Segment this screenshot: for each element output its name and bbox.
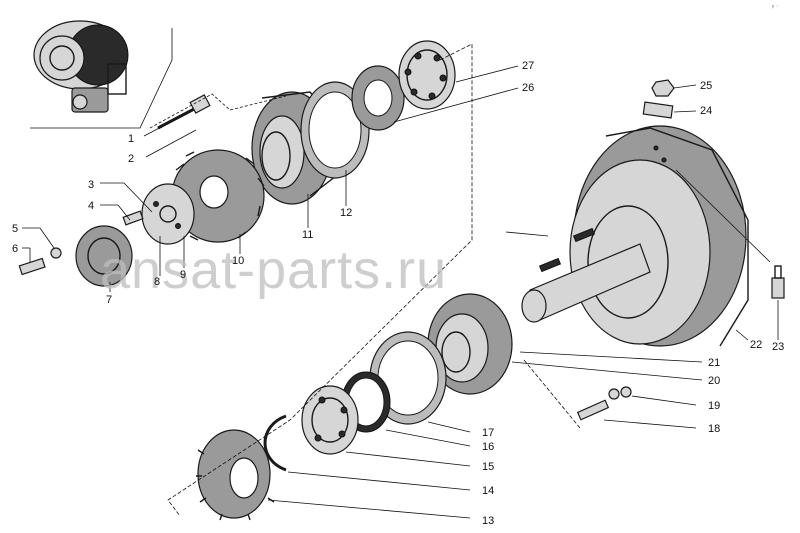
part-shaft-21 [521, 227, 651, 323]
callout-13: 13 [482, 515, 494, 527]
part-carrier-9 [141, 183, 195, 245]
part-bolt-6 [18, 257, 46, 276]
part-bolt-1 [157, 94, 211, 130]
callout-3: 3 [88, 179, 94, 191]
callout-19: 19 [708, 400, 720, 412]
part-nut-25 [651, 79, 675, 97]
callout-7: 7 [106, 294, 112, 306]
part-nut-19 [608, 386, 632, 400]
callout-24: 24 [700, 105, 712, 117]
part-housing-20 [427, 293, 513, 395]
part-bolt-4 [122, 210, 144, 226]
part-ring-26 [351, 65, 405, 131]
callout-4: 4 [88, 200, 94, 212]
callout-21: 21 [708, 357, 720, 369]
callout-18: 18 [708, 423, 720, 435]
part-plate-24 [642, 101, 674, 119]
callout-11: 11 [302, 229, 313, 241]
leader-lines [22, 65, 779, 519]
corner-mark: ᵖ ⁻ [772, 5, 779, 11]
part-snap-ring-14 [263, 414, 287, 472]
callout-16: 16 [482, 441, 494, 453]
part-gear-10 [171, 149, 265, 243]
callout-15: 15 [482, 461, 494, 473]
callout-14: 14 [482, 485, 494, 497]
part-washer-5 [50, 247, 62, 259]
inset-assembly-view [30, 20, 173, 129]
part-flywheel-22 [569, 125, 749, 347]
part-gasket-12 [300, 81, 370, 179]
callout-5: 5 [12, 223, 18, 235]
callout-25: 25 [700, 80, 712, 92]
callout-17: 17 [482, 427, 494, 439]
callout-26: 26 [522, 82, 534, 94]
callout-8: 8 [154, 276, 160, 288]
part-bearing-27 [398, 40, 456, 110]
part-cover-7 [75, 225, 133, 287]
part-gear-13 [196, 429, 275, 521]
callout-labels: 1 2 3 4 5 6 7 8 9 10 11 12 13 14 15 16 1… [12, 60, 784, 527]
callout-2: 2 [128, 153, 134, 165]
callout-10: 10 [232, 255, 244, 267]
callout-20: 20 [708, 375, 720, 387]
part-bearing-15 [301, 385, 359, 455]
callout-23: 23 [772, 341, 784, 353]
callout-12: 12 [340, 207, 352, 219]
part-stud-18 [576, 399, 610, 421]
callout-1: 1 [128, 133, 134, 145]
callout-22: 22 [750, 339, 762, 351]
callout-27: 27 [522, 60, 534, 72]
part-sensor-23 [771, 265, 785, 299]
watermark-text: ansat-parts.ru [100, 240, 447, 300]
callout-6: 6 [12, 243, 18, 255]
callout-9: 9 [180, 269, 186, 281]
